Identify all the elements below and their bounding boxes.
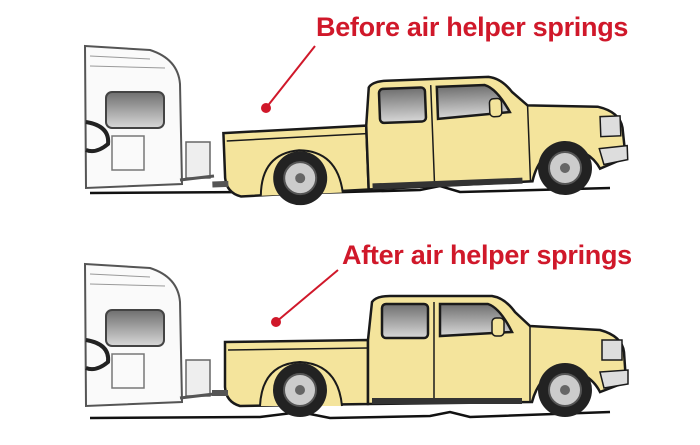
pointer-line: [275, 269, 339, 323]
truck-level: [210, 294, 630, 419]
pointer-line: [265, 45, 316, 109]
after-scene: [83, 262, 630, 420]
pointer-dot: [271, 317, 281, 327]
after-label: After air helper springs: [342, 240, 632, 270]
before-scene: [83, 44, 631, 210]
camper-trailer: [83, 44, 216, 190]
before-label: Before air helper springs: [316, 12, 629, 42]
pointer-dot: [261, 103, 271, 113]
truck-sagging: [207, 70, 631, 210]
camper-trailer: [83, 262, 216, 408]
ground-line: [89, 410, 611, 420]
